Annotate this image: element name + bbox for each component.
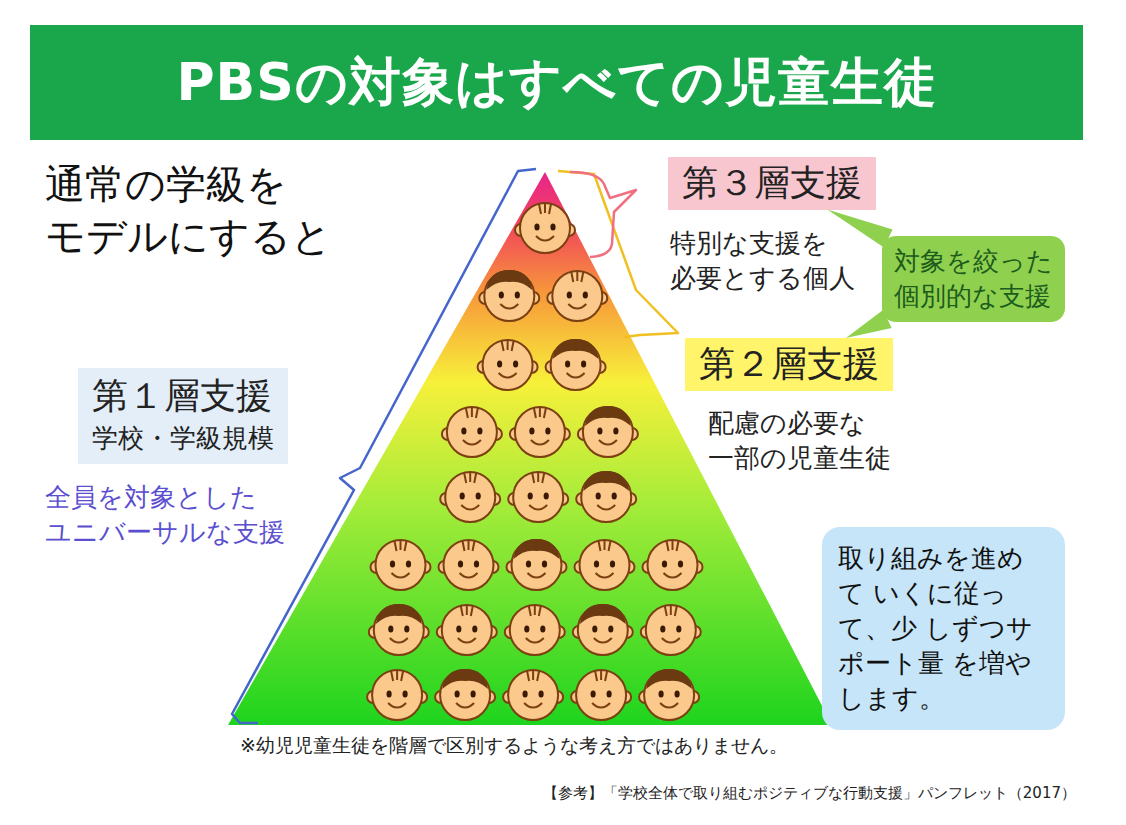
child-face — [367, 670, 427, 720]
child-face — [643, 540, 703, 590]
box-heading: 取り組みを進めて いくに従って、少 しずつサポート量 を増やします。 — [838, 541, 1049, 716]
child-face — [515, 203, 575, 253]
child-face — [508, 472, 568, 522]
child-face — [576, 471, 636, 522]
tier2-box: 第２層支援 — [685, 338, 893, 391]
faces — [367, 203, 702, 720]
tier1-box: 第１層支援学校・学級規模 — [78, 368, 288, 464]
child-face — [507, 539, 567, 590]
title-bar: PBSの対象はすべての児童生徒 — [30, 25, 1083, 140]
child-face — [578, 406, 638, 457]
child-face — [442, 407, 502, 457]
child-face — [503, 670, 563, 720]
tier1-desc: 全員を対象とした ユニバーサルな支援 — [45, 480, 285, 550]
footnote: ※幼児児童生徒を階層で区別するような考え方ではありません。 — [240, 733, 788, 759]
child-face — [478, 340, 538, 390]
callout-box: 対象を絞った 個別的な支援 — [882, 236, 1065, 322]
child-face — [369, 604, 429, 655]
child-face — [479, 270, 539, 321]
child-face — [505, 605, 565, 655]
child-face — [371, 540, 431, 590]
child-face — [439, 540, 499, 590]
child-face — [641, 605, 701, 655]
child-face — [546, 339, 606, 390]
note-box: 取り組みを進めて いくに従って、少 しずつサポート量 を増やします。 — [822, 527, 1065, 730]
tier3-desc: 特別な支援を 必要とする個人 — [670, 226, 855, 296]
child-face — [639, 669, 699, 720]
child-face — [571, 670, 631, 720]
tier2-desc: 配慮の必要な 一部の児童生徒 — [708, 406, 891, 476]
reference-note: 【参考】「学校全体で取り組むポジティブな行動支援」パンフレット（2017） — [543, 783, 1076, 803]
box-heading: 第１層支援 — [92, 372, 274, 421]
box-heading: 対象を絞った 個別的な支援 — [894, 244, 1053, 314]
child-face — [435, 669, 495, 720]
box-subtext: 学校・学級規模 — [92, 421, 274, 456]
child-face — [575, 540, 635, 590]
child-face — [573, 604, 633, 655]
box-heading: 第３層支援 — [682, 159, 862, 208]
child-face — [547, 271, 607, 321]
box-heading: 第２層支援 — [699, 340, 879, 389]
tier3-box: 第３層支援 — [668, 157, 876, 210]
child-face — [437, 605, 497, 655]
tier3-bracket — [570, 172, 636, 257]
title-text: PBSの対象はすべての児童生徒 — [176, 48, 936, 118]
child-face — [510, 407, 570, 457]
callout-tail — [827, 210, 892, 248]
model-note: 通常の学級を モデルにすると — [45, 158, 332, 262]
child-face — [440, 472, 500, 522]
